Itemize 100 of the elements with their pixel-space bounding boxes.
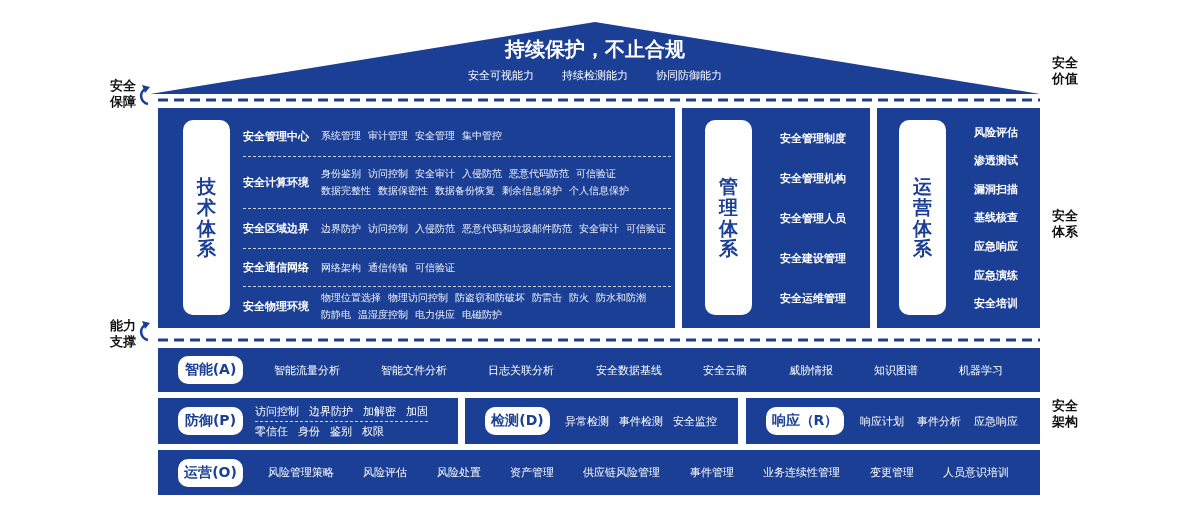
item-label: 渗透测试 xyxy=(973,153,1018,169)
side-label: 安全架构 xyxy=(1052,398,1079,430)
item-label: 边界防护 xyxy=(321,221,361,236)
item-label: 防静电 xyxy=(321,308,351,322)
item-label: 通信传输 xyxy=(368,260,408,275)
item-label: 安全审计 xyxy=(579,221,619,236)
system-panel xyxy=(877,108,1040,328)
item-label: 剩余信息保护 xyxy=(502,184,562,198)
item-label: 防火 xyxy=(569,291,589,305)
item-label: 异常检测 xyxy=(565,413,609,429)
item-label: 入侵防范 xyxy=(415,221,455,236)
item-label: 安全建设管理 xyxy=(780,250,846,266)
category-pill: 管理体系 xyxy=(705,120,752,315)
item-label: 风险管理策略 xyxy=(267,465,334,480)
item-label: 零信任 xyxy=(255,423,288,439)
capability-label: 协同防御能力 xyxy=(656,68,722,83)
item-label: 供应链风险管理 xyxy=(583,465,661,480)
row-heading: 安全区域边界 xyxy=(243,221,310,236)
layer-band xyxy=(158,450,1040,495)
item-label: 数据完整性 xyxy=(321,184,371,198)
category-pill: 运营(O) xyxy=(178,458,243,487)
item-label: 防雷击 xyxy=(532,291,562,305)
item-label: 智能流量分析 xyxy=(273,362,340,378)
item-label: 事件管理 xyxy=(689,465,734,480)
item-label: 应急响应 xyxy=(973,413,1018,429)
item-label: 访问控制 xyxy=(368,167,408,181)
capability-label: 安全可视能力 xyxy=(468,68,534,83)
item-label: 风险评估 xyxy=(363,465,408,480)
item-label: 风险处置 xyxy=(436,465,481,480)
item-label: 访问控制 xyxy=(368,221,408,236)
side-label: 安全保障 xyxy=(110,78,137,110)
item-label: 系统管理 xyxy=(321,129,361,143)
item-label: 恶意代码和垃圾邮件防范 xyxy=(462,221,572,236)
row-heading: 安全管理中心 xyxy=(243,128,310,144)
item-label: 加解密 xyxy=(363,403,396,419)
category-pill: 检测(D) xyxy=(485,407,550,435)
item-label: 权限 xyxy=(362,423,384,439)
item-label: 应急响应 xyxy=(973,239,1018,255)
item-label: 入侵防范 xyxy=(462,167,502,181)
item-label: 可信验证 xyxy=(626,221,666,236)
item-label: 知识图谱 xyxy=(873,362,918,378)
item-label: 加固 xyxy=(406,403,428,419)
item-label: 物理访问控制 xyxy=(388,291,448,305)
item-label: 网络架构 xyxy=(321,260,361,275)
item-label: 可信验证 xyxy=(576,167,616,181)
item-label: 防盗窃和防破坏 xyxy=(455,291,525,305)
layer-band xyxy=(158,398,458,444)
category-pill: 防御(P) xyxy=(178,407,243,435)
item-label: 安全数据基线 xyxy=(595,362,662,378)
item-label: 安全管理 xyxy=(415,129,455,143)
row-heading: 安全计算环境 xyxy=(243,175,310,190)
item-label: 身份鉴别 xyxy=(321,167,361,181)
item-label: 可信验证 xyxy=(415,260,455,275)
item-label: 边界防护 xyxy=(309,403,353,419)
item-label: 电磁防护 xyxy=(462,308,502,322)
side-label: 能力支撑 xyxy=(110,318,137,350)
item-label: 风险评估 xyxy=(973,124,1018,140)
item-label: 日志关联分析 xyxy=(488,362,555,378)
item-label: 安全管理机构 xyxy=(780,170,846,186)
item-label: 安全管理制度 xyxy=(780,130,846,146)
item-label: 个人信息保护 xyxy=(569,184,629,198)
item-label: 变更管理 xyxy=(869,465,914,480)
capability-label: 持续检测能力 xyxy=(562,68,628,83)
item-label: 安全监控 xyxy=(673,413,717,429)
item-label: 电力供应 xyxy=(415,308,455,322)
item-label: 资产管理 xyxy=(510,465,555,480)
item-label: 审计管理 xyxy=(368,129,408,143)
side-label: 安全价值 xyxy=(1052,55,1079,87)
row-heading: 安全物理环境 xyxy=(243,299,310,314)
item-label: 集中管控 xyxy=(462,129,502,143)
item-label: 事件分析 xyxy=(917,413,961,429)
slogan-title: 持续保护，不止合规 xyxy=(505,37,685,61)
item-label: 数据备份恢复 xyxy=(435,184,495,198)
item-label: 智能文件分析 xyxy=(381,362,448,378)
item-label: 物理位置选择 xyxy=(321,291,381,305)
item-label: 机器学习 xyxy=(959,362,1004,378)
item-label: 漏洞扫描 xyxy=(973,181,1018,197)
item-label: 威胁情报 xyxy=(788,362,833,378)
category-pill: 响应（R） xyxy=(766,407,844,435)
item-label: 身份 xyxy=(298,423,320,439)
layer-band xyxy=(465,398,738,444)
item-label: 安全云脑 xyxy=(703,362,748,378)
item-label: 安全运维管理 xyxy=(780,290,846,306)
category-pill: 技术体系 xyxy=(183,120,230,315)
item-label: 基线核查 xyxy=(973,210,1018,226)
item-label: 人员意识培训 xyxy=(943,465,1010,480)
item-label: 安全审计 xyxy=(415,167,455,181)
item-label: 业务连续性管理 xyxy=(763,465,841,480)
item-label: 安全管理人员 xyxy=(780,210,846,226)
system-panel xyxy=(682,108,870,328)
item-label: 访问控制 xyxy=(255,403,299,419)
item-label: 恶意代码防范 xyxy=(509,167,569,181)
item-label: 温湿度控制 xyxy=(358,308,408,322)
item-label: 事件检测 xyxy=(619,413,663,429)
layer-band xyxy=(158,348,1040,392)
item-label: 鉴别 xyxy=(330,423,352,439)
item-label: 数据保密性 xyxy=(378,184,428,198)
item-label: 防水和防潮 xyxy=(596,291,646,305)
item-label: 安全培训 xyxy=(973,296,1018,312)
row-heading: 安全通信网络 xyxy=(243,260,310,275)
